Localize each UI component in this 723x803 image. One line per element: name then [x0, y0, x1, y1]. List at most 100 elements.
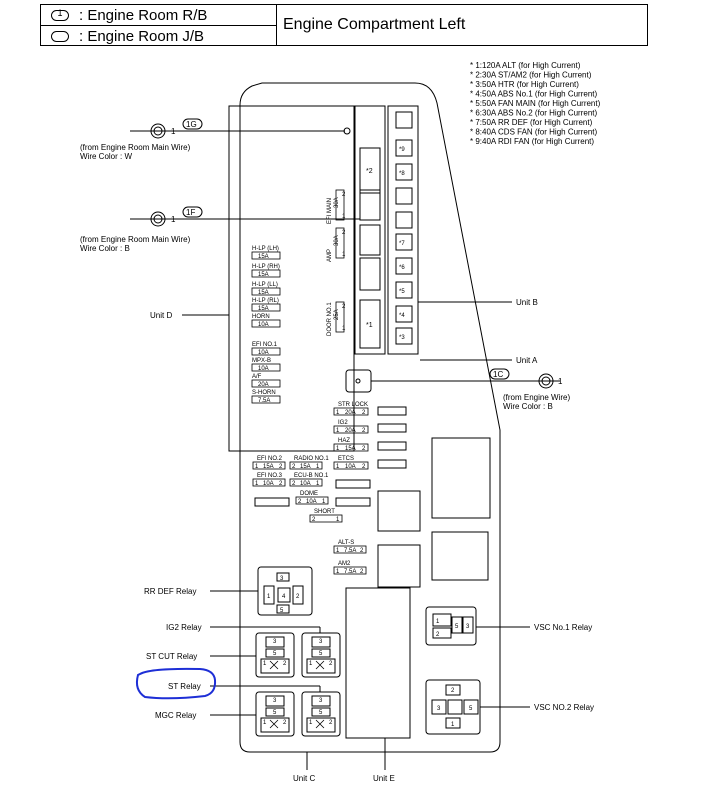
rr-def-relay-label: RR DEF Relay: [144, 587, 196, 596]
vertical-fuse-pin-2: 2: [342, 230, 346, 236]
connector-1g-wire-color: Wire Color : W: [80, 152, 132, 161]
fuse-rating: 15A: [300, 464, 311, 470]
unit-d-fuse-rating: 7.5A: [258, 398, 270, 404]
fusible-link-note: * 6:30A ABS No.2 (for High Current): [470, 109, 598, 118]
unit-d-fuse-name: H-LP (LH): [252, 246, 279, 252]
vertical-fuse-rating: 30A: [334, 197, 340, 208]
fuse: [289, 461, 323, 470]
vertical-fuse-name: AMP: [327, 249, 333, 262]
fuse-pin-left: 1: [255, 464, 259, 470]
fuse-rating: 20A: [345, 410, 356, 416]
unit-d-fuse-rating: 15A: [258, 306, 269, 312]
connector-1g-label: 1G: [186, 120, 197, 129]
rr-def-pin-4: 4: [282, 594, 286, 600]
vsc2-pin-2: 2: [451, 688, 455, 694]
fuse-pin-left: 2: [292, 464, 296, 470]
fuse-pin-left: 2: [312, 517, 316, 523]
fusible-link-slot: [395, 327, 413, 345]
fuse-rating: 7.5A: [344, 548, 356, 554]
fuse-name: RADIO NO.1: [294, 456, 329, 462]
fuse-pin-left: 1: [336, 569, 340, 575]
unit-c-label: Unit C: [293, 774, 315, 783]
relay-pin-2: 2: [283, 661, 287, 667]
ig2-relay-label: IG2 Relay: [166, 623, 202, 632]
relay-pin-5: 5: [319, 651, 323, 657]
vertical-fuse-pin-1: 1: [342, 252, 346, 258]
fuse-name: AM2: [338, 561, 351, 567]
unit-d-fuse: [251, 347, 281, 356]
fusible-link-label: *9: [399, 147, 405, 153]
fuse-name: HAZ: [338, 438, 350, 444]
unit-a-strip: [354, 105, 386, 355]
fuse-name: ALT-S: [338, 540, 354, 546]
st-relay-label: ST Relay: [168, 682, 201, 691]
relay-coil-icon: [269, 719, 279, 729]
fuse-rating: 10A: [300, 481, 311, 487]
fuse-name: ECU-B NO.1: [294, 473, 329, 479]
fuse: [333, 545, 367, 554]
fusible-link-label: *7: [399, 241, 405, 247]
fuse-pin-left: 1: [336, 428, 340, 434]
unit-d-fuse: [251, 303, 281, 312]
fuse-name: ETCS: [338, 456, 354, 462]
fuse-name: EFI NO.2: [257, 456, 283, 462]
fusible-link-slot: [395, 257, 413, 275]
fuse: [333, 443, 369, 452]
fuse-pin-right: 1: [322, 499, 326, 505]
fuse-pin-right: 1: [336, 517, 340, 523]
unit-d-fuse-name: EFI NO.1: [252, 342, 278, 348]
fuse-name: STR LOCK: [338, 402, 368, 408]
fusible-link-1: *1: [366, 322, 373, 329]
relay-pin-3: 3: [319, 698, 323, 704]
vertical-fuse: [335, 301, 345, 333]
junction-block-symbol-icon: [51, 30, 69, 42]
fuse-name: EFI NO.3: [257, 473, 283, 479]
connector-1f-label: 1F: [186, 208, 195, 217]
fuse-name: DOME: [300, 491, 318, 497]
fuse-pin-right: 1: [316, 464, 320, 470]
unit-d-fuse: [251, 379, 281, 388]
vertical-fuse-name: EFI MAIN: [327, 198, 333, 224]
fuse-pin-right: 1: [316, 481, 320, 487]
fusible-link-note: * 5:50A FAN MAIN (for High Current): [470, 99, 601, 108]
relay-pin-1: 1: [309, 720, 313, 726]
connector-1f-source: (from Engine Room Main Wire): [80, 235, 191, 244]
unit-d-fuse-name: A/F: [252, 374, 262, 380]
vsc1-pin-3: 3: [466, 624, 470, 630]
connector-1f-pin: 1: [171, 215, 176, 224]
fuse: [309, 514, 343, 523]
connector-1g-pin: 1: [171, 127, 176, 136]
relay-block-symbol-icon: 1: [51, 8, 69, 21]
vsc2-pin-3: 3: [437, 706, 441, 712]
fuse-box-outline: [239, 82, 501, 753]
vertical-fuse-rating: 30A: [334, 235, 340, 246]
fusible-link-note: * 3:50A HTR (for High Current): [470, 80, 579, 89]
vsc1-pin-2: 2: [436, 632, 440, 638]
unit-d-block: [228, 105, 355, 452]
connector-1c-label: 1C: [493, 370, 503, 379]
fusible-link-slot: [395, 281, 413, 299]
unit-d-label: Unit D: [150, 311, 172, 320]
unit-d-fuse-rating: 10A: [258, 366, 269, 372]
unit-d-fuse: [251, 269, 281, 278]
relay-coil-icon: [269, 660, 279, 670]
vsc-no1-relay-label: VSC No.1 Relay: [534, 623, 592, 632]
fuse-rating: 20A: [345, 428, 356, 434]
unit-b-label: Unit B: [516, 298, 538, 307]
relay-pin-5: 5: [273, 651, 277, 657]
unit-d-fuse: [251, 319, 281, 328]
fuse: [252, 461, 286, 470]
relay-pin-3: 3: [319, 639, 323, 645]
relay-coil-icon: [315, 719, 325, 729]
fuse-pin-right: 2: [362, 410, 366, 416]
fuse-pin-right: 2: [360, 548, 364, 554]
fusible-link-note: * 2:30A ST/AM2 (for High Current): [470, 71, 592, 80]
fusible-link-slot: [395, 139, 413, 157]
unit-d-fuse: [251, 395, 281, 404]
unit-d-fuse-name: H-LP (RH): [252, 264, 280, 270]
relay-pin-1: 1: [263, 661, 267, 667]
fuse-pin-right: 2: [279, 481, 283, 487]
unit-e-block: [345, 587, 411, 739]
fusible-link-slot: [395, 233, 413, 251]
fuse-pin-left: 1: [336, 446, 340, 452]
